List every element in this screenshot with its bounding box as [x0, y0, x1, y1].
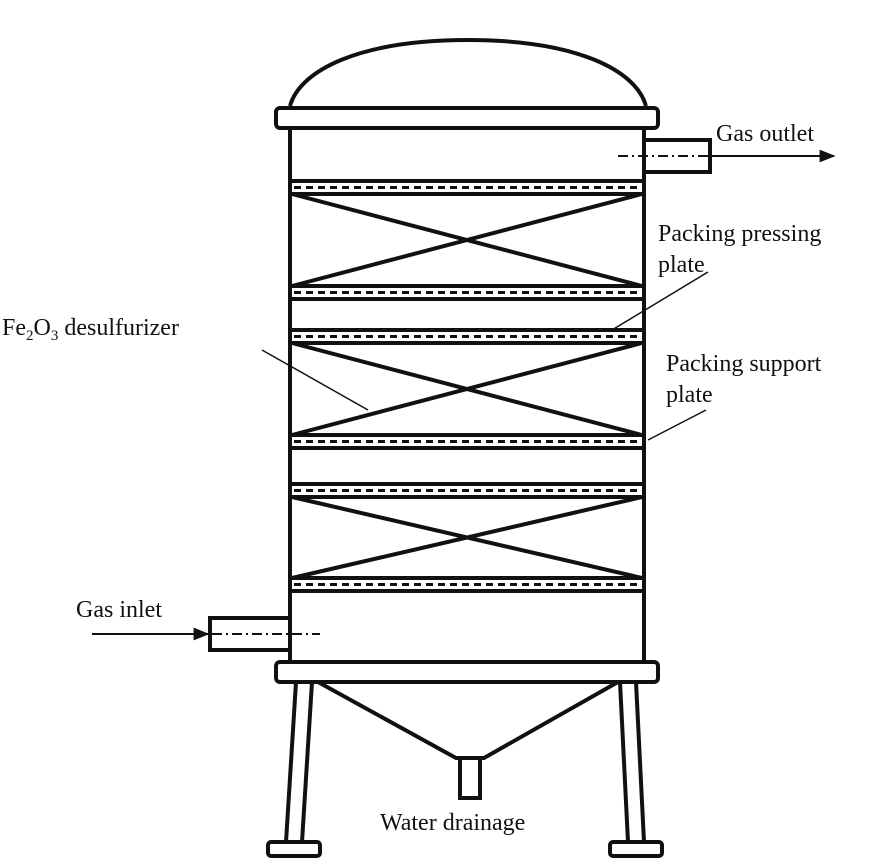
label-gas-inlet: Gas inlet: [76, 597, 162, 623]
gas-outlet-nozzle: [618, 138, 712, 174]
packing-bed-1: [290, 179, 644, 301]
label-packing-support-line1: Packing support: [666, 351, 822, 377]
leader-packing-pressing-plate: [611, 271, 709, 331]
tower-dome: [288, 37, 648, 107]
label-packing-pressing-line1: Packing pressing: [658, 221, 821, 247]
left-leg: [266, 681, 322, 858]
label-packing-pressing-line2: plate: [658, 252, 705, 278]
right-leg: [608, 681, 664, 858]
leader-packing-support-plate: [647, 409, 707, 441]
label-gas-outlet: Gas outlet: [716, 121, 814, 147]
label-packing-support-line2: plate: [666, 382, 713, 408]
conical-bottom: [317, 680, 619, 760]
drain-pipe: [458, 756, 482, 800]
perforated-plates: [294, 186, 640, 586]
packing-bed-2: [290, 328, 644, 450]
bottom-flange: [274, 660, 660, 684]
top-flange: [274, 106, 660, 130]
leader-desulfurizer: [261, 349, 369, 411]
packing-bed-3: [290, 482, 644, 593]
gas-inlet-nozzle: [208, 616, 320, 652]
label-desulfurizer: Fe2O3 desulfurizer: [2, 315, 179, 344]
label-water-drainage: Water drainage: [380, 810, 525, 836]
